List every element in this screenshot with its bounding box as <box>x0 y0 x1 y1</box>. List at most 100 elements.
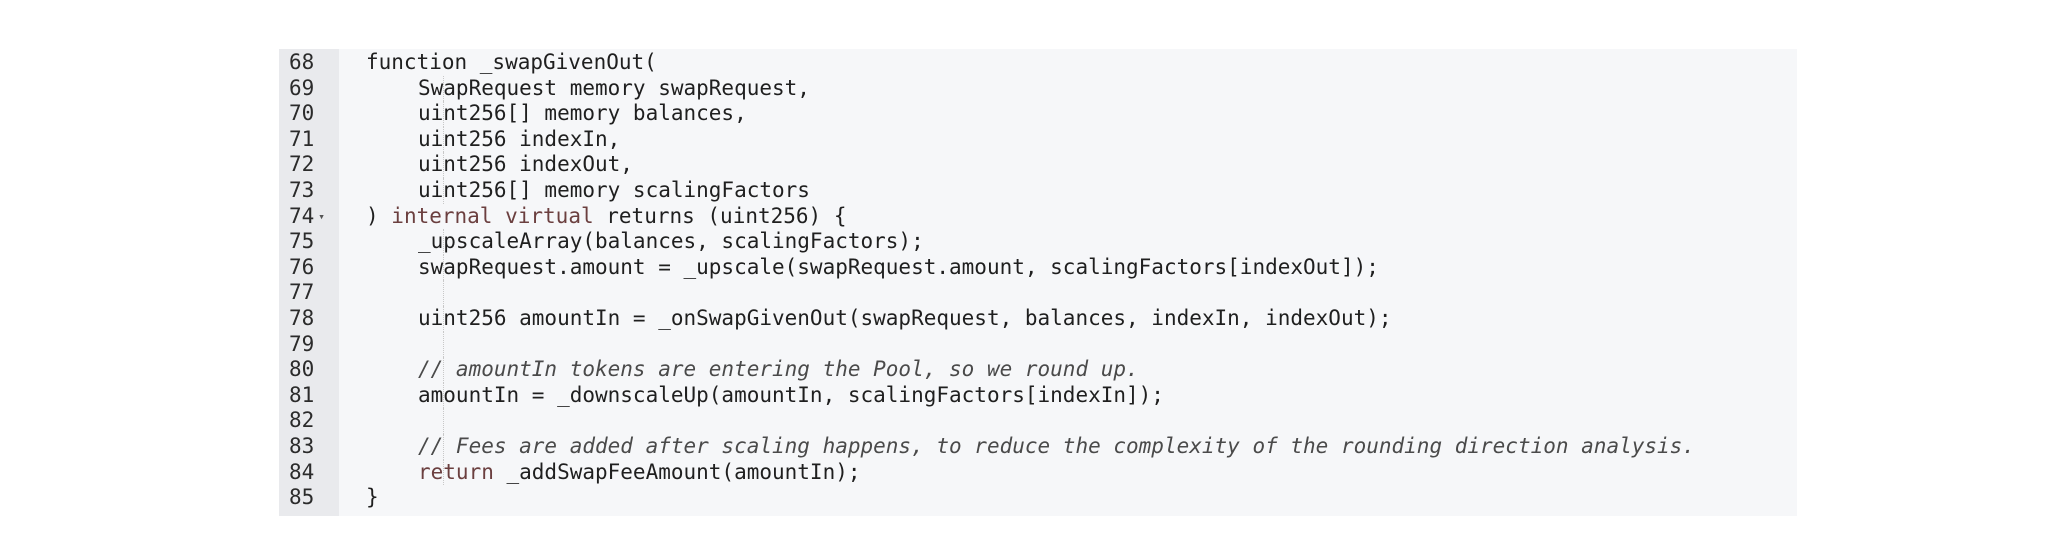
line-number: 73 <box>279 178 339 204</box>
line-number: 75 <box>279 229 339 255</box>
indent-guide <box>443 177 444 204</box>
code-token: amountIn = _downscaleUp(amountIn, scalin… <box>418 382 1164 407</box>
indent-guide <box>443 408 444 434</box>
line-number-text: 85 <box>289 485 315 510</box>
line-number-text: 83 <box>289 433 315 458</box>
line-number-text: 82 <box>289 408 315 433</box>
line-number: 83 <box>279 434 339 460</box>
line-number: 68 <box>279 50 339 76</box>
indent-guide <box>443 126 444 153</box>
code-content: // Fees are added after scaling happens,… <box>418 434 1695 460</box>
code-content: // amountIn tokens are entering the Pool… <box>418 357 1139 383</box>
indent-guide <box>443 433 444 460</box>
code-content: function _swapGivenOut( <box>366 50 657 76</box>
code-token: uint256 amountIn = _onSwapGivenOut(swapR… <box>418 305 1392 330</box>
indent-guide <box>443 280 444 306</box>
line-number: 70 <box>279 101 339 127</box>
code-line <box>339 408 1797 434</box>
code-line: } <box>339 485 1797 511</box>
indent-guide <box>443 75 444 102</box>
code-line: uint256[] memory scalingFactors <box>339 177 1797 204</box>
line-number: 77 <box>279 280 339 306</box>
code-token: } <box>366 485 379 510</box>
line-number-text: 77 <box>289 280 315 305</box>
code-token: function _swapGivenOut( <box>366 50 657 74</box>
line-number: 80 <box>279 357 339 383</box>
code-area[interactable]: function _swapGivenOut(SwapRequest memor… <box>339 49 1797 516</box>
code-token: returns (uint256) { <box>593 203 847 228</box>
line-number: 72 <box>279 152 339 178</box>
code-content: swapRequest.amount = _upscale(swapReques… <box>418 255 1379 281</box>
code-line: function _swapGivenOut( <box>339 50 1797 76</box>
code-line: uint256 amountIn = _onSwapGivenOut(swapR… <box>339 305 1797 332</box>
indent-guide <box>443 357 444 383</box>
code-line: // amountIn tokens are entering the Pool… <box>339 357 1797 383</box>
indent-guide <box>443 152 444 178</box>
code-token <box>492 204 505 228</box>
code-content: } <box>366 485 379 511</box>
indent-guide <box>443 459 444 486</box>
code-content: return _addSwapFeeAmount(amountIn); <box>418 460 861 486</box>
line-number: 71 <box>279 127 339 153</box>
code-line: uint256 indexIn, <box>339 126 1797 153</box>
line-number: 81 <box>279 383 339 409</box>
line-number: 82 <box>279 408 339 434</box>
code-token: _upscaleArray(balances, scalingFactors); <box>418 229 924 254</box>
indent-guide <box>443 331 444 358</box>
line-number-text: 84 <box>289 459 315 484</box>
indent-guide <box>443 305 444 332</box>
line-number-text: 70 <box>289 101 315 126</box>
keyword-token: virtual <box>505 203 594 228</box>
line-number-text: 71 <box>289 126 315 151</box>
code-line: SwapRequest memory swapRequest, <box>339 75 1797 102</box>
code-content: uint256 amountIn = _onSwapGivenOut(swapR… <box>418 306 1392 332</box>
line-number-text: 69 <box>289 75 315 100</box>
line-number: 85 <box>279 485 339 511</box>
comment-token: // amountIn tokens are entering the Pool… <box>418 357 1139 382</box>
code-line: uint256[] memory balances, <box>339 101 1797 127</box>
line-number: 78 <box>279 306 339 332</box>
code-token: uint256[] memory scalingFactors <box>418 177 810 202</box>
code-token: uint256 indexIn, <box>418 126 621 151</box>
line-number-text: 68 <box>289 50 315 74</box>
code-token: SwapRequest memory swapRequest, <box>418 75 810 100</box>
code-content: _upscaleArray(balances, scalingFactors); <box>418 229 924 255</box>
line-number-text: 73 <box>289 177 315 202</box>
code-line <box>339 331 1797 358</box>
fold-caret-down-icon[interactable]: ▾ <box>318 209 325 223</box>
keyword-token: internal <box>391 203 493 228</box>
code-line: uint256 indexOut, <box>339 152 1797 178</box>
code-token: swapRequest.amount = _upscale(swapReques… <box>418 254 1379 279</box>
indent-guide <box>443 101 444 127</box>
line-number-text: 76 <box>289 254 315 279</box>
comment-token: // Fees are added after scaling happens,… <box>418 433 1695 458</box>
line-number: 76 <box>279 255 339 281</box>
code-line: return _addSwapFeeAmount(amountIn); <box>339 459 1797 486</box>
code-content: SwapRequest memory swapRequest, <box>418 76 810 102</box>
line-number-text: 78 <box>289 305 315 330</box>
code-token: _addSwapFeeAmount(amountIn); <box>493 459 861 484</box>
line-number-text: 74 <box>289 203 315 228</box>
keyword-token: return <box>418 459 494 484</box>
code-line: swapRequest.amount = _upscale(swapReques… <box>339 254 1797 281</box>
code-content: amountIn = _downscaleUp(amountIn, scalin… <box>418 383 1164 409</box>
line-number-text: 80 <box>289 357 315 382</box>
line-number-text: 79 <box>289 331 315 356</box>
line-number: 74▾ <box>279 204 339 230</box>
code-line: _upscaleArray(balances, scalingFactors); <box>339 229 1797 255</box>
code-line: // Fees are added after scaling happens,… <box>339 433 1797 460</box>
code-content: uint256[] memory scalingFactors <box>418 178 810 204</box>
line-number-text: 81 <box>289 382 315 407</box>
code-token: uint256[] memory balances, <box>418 101 747 126</box>
code-line <box>339 280 1797 306</box>
code-content: uint256[] memory balances, <box>418 101 747 127</box>
code-content: uint256 indexOut, <box>418 152 633 178</box>
indent-guide <box>443 382 444 409</box>
indent-guide <box>443 229 444 255</box>
line-number-text: 75 <box>289 229 315 254</box>
code-line: ) internal virtual returns (uint256) { <box>339 204 1797 230</box>
code-token: uint256 indexOut, <box>418 152 633 177</box>
line-number: 69 <box>279 76 339 102</box>
